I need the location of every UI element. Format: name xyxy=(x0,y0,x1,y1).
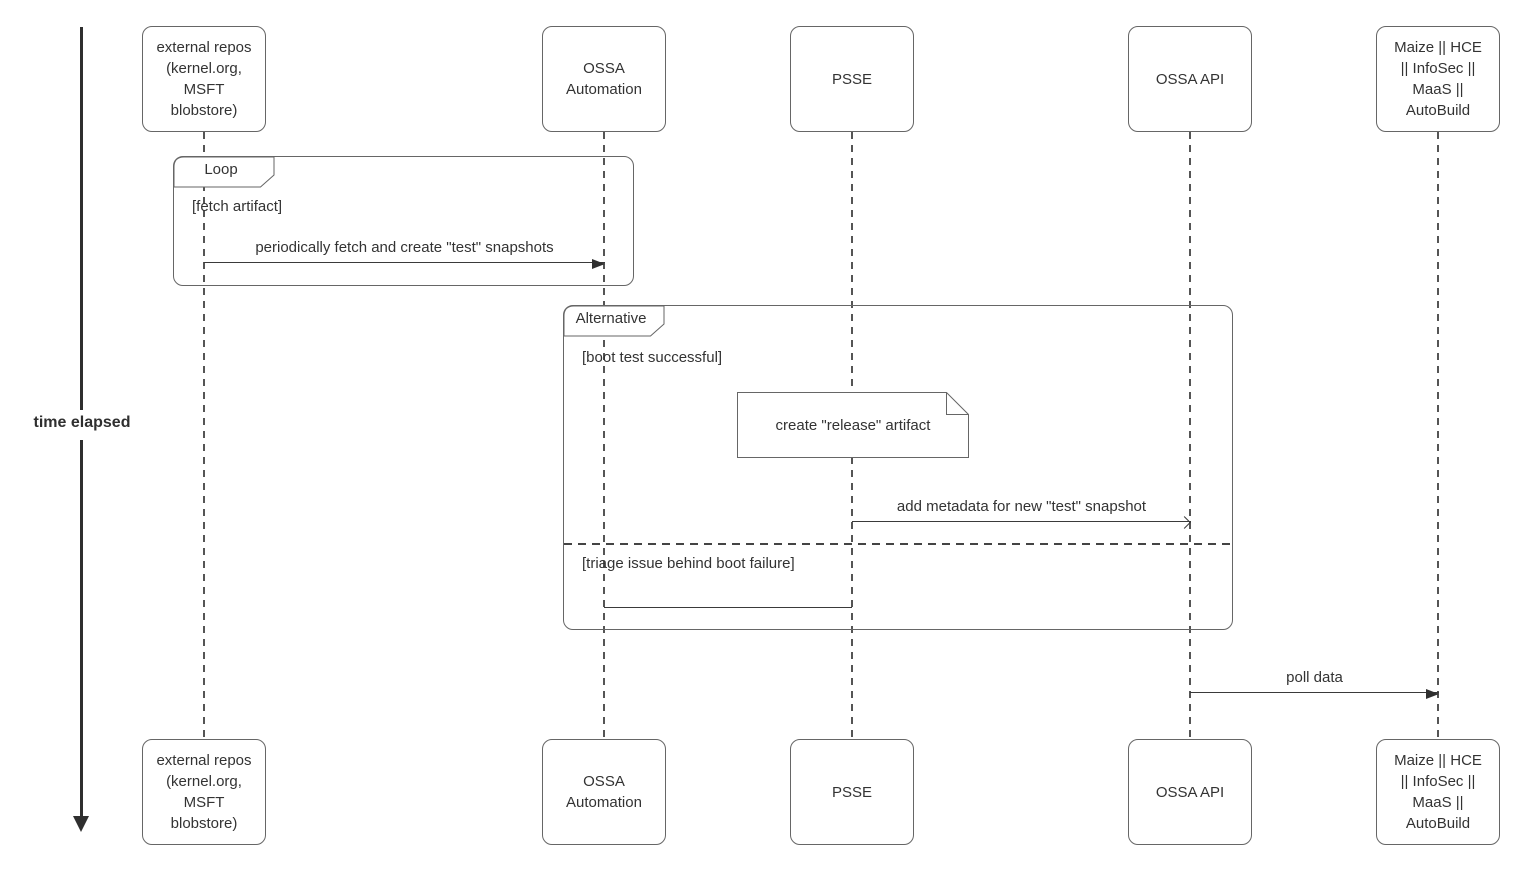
actor-box-bottom-psse: PSSE xyxy=(790,739,914,845)
loop-frame-label: Loop xyxy=(204,161,238,178)
message-fetch-snapshots-label: periodically fetch and create "test" sna… xyxy=(255,239,554,256)
filled-arrowhead-icon xyxy=(592,258,605,269)
loop-frame-tab-shape xyxy=(173,156,275,188)
actor-box-top-maize-consumers: Maize || HCE || InfoSec || MaaS || AutoB… xyxy=(1376,26,1500,132)
message-poll-data-line xyxy=(1190,688,1439,699)
actor-label-maize-consumers: Maize || HCE || InfoSec || MaaS || AutoB… xyxy=(1394,39,1482,119)
actor-label-ossa-automation: OSSA Automation xyxy=(566,773,642,811)
alternative-frame: Alternative [boot test successful] [tria… xyxy=(563,305,1233,630)
alternative-frame-label: Alternative xyxy=(575,310,647,327)
message-poll-data: poll data xyxy=(1190,663,1439,699)
lifeline-ossa-api xyxy=(1189,132,1191,740)
actor-label-external-repos: external repos (kernel.org, MSFT blobsto… xyxy=(156,39,252,119)
message-poll-data-label: poll data xyxy=(1286,669,1343,686)
alternative-divider xyxy=(564,543,1232,545)
actor-box-bottom-ossa-automation: OSSA Automation xyxy=(542,739,666,845)
actor-label-maize-consumers: Maize || HCE || InfoSec || MaaS || AutoB… xyxy=(1394,752,1482,832)
alternative-frame-tab-shape xyxy=(563,305,665,337)
message-triage-handoff-line xyxy=(604,606,852,608)
loop-frame-tab: Loop xyxy=(173,156,275,188)
time-axis-label: time elapsed xyxy=(17,410,147,440)
message-add-metadata-line xyxy=(852,516,1191,529)
message-add-metadata-label: add metadata for new "test" snapshot xyxy=(896,498,1147,515)
actor-label-ossa-automation: OSSA Automation xyxy=(566,60,642,98)
actor-label-ossa-api: OSSA API xyxy=(1155,783,1225,801)
actor-box-bottom-maize-consumers: Maize || HCE || InfoSec || MaaS || AutoB… xyxy=(1376,739,1500,845)
time-axis-arrowhead-icon xyxy=(73,816,89,832)
note-create-release-artifact: create "release" artifact xyxy=(737,392,969,458)
actor-label-psse: PSSE xyxy=(831,783,873,801)
actor-label-ossa-api: OSSA API xyxy=(1155,70,1225,88)
message-add-metadata: add metadata for new "test" snapshot xyxy=(852,492,1191,529)
message-fetch-snapshots: periodically fetch and create "test" sna… xyxy=(204,233,605,269)
actor-box-top-psse: PSSE xyxy=(790,26,914,132)
note-shape xyxy=(737,392,969,458)
loop-guard-fetch-artifact: [fetch artifact] xyxy=(192,198,283,215)
actor-box-top-ossa-api: OSSA API xyxy=(1128,26,1252,132)
alternative-guard-failure: [triage issue behind boot failure] xyxy=(582,555,795,572)
note-text: create "release" artifact xyxy=(775,416,931,434)
actor-label-external-repos: external repos (kernel.org, MSFT blobsto… xyxy=(156,752,252,832)
message-fetch-snapshots-line xyxy=(204,258,605,269)
filled-arrowhead-icon xyxy=(1426,688,1439,699)
alternative-frame-tab: Alternative xyxy=(563,305,665,337)
actor-box-top-ossa-automation: OSSA Automation xyxy=(542,26,666,132)
lifeline-external-repos xyxy=(203,132,205,740)
actor-box-bottom-ossa-api: OSSA API xyxy=(1128,739,1252,845)
actor-label-psse: PSSE xyxy=(831,70,873,88)
alternative-guard-success: [boot test successful] xyxy=(582,349,723,366)
loop-frame: Loop [fetch artifact] xyxy=(173,156,634,286)
lifeline-maize-consumers xyxy=(1437,132,1439,740)
lifeline-ossa-automation xyxy=(603,132,605,740)
actor-box-top-external-repos: external repos (kernel.org, MSFT blobsto… xyxy=(142,26,266,132)
actor-box-bottom-external-repos: external repos (kernel.org, MSFT blobsto… xyxy=(142,739,266,845)
